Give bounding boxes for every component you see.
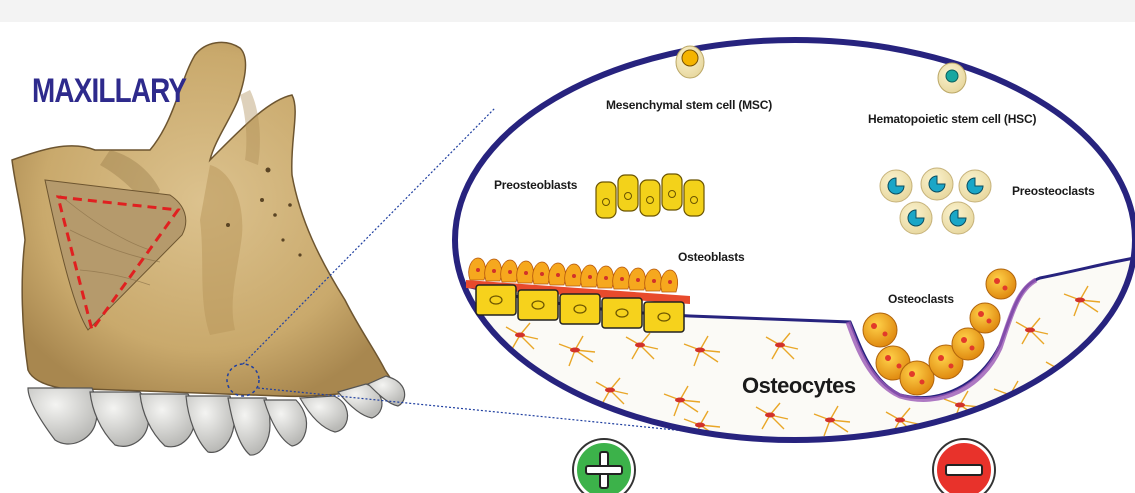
osteocytes-label: Osteocytes — [742, 373, 856, 399]
plus-sign-icon — [574, 440, 634, 493]
msc-label: Mesenchymal stem cell (MSC) — [606, 98, 772, 112]
hsc-cell — [938, 63, 966, 93]
minus-sign-icon — [934, 440, 994, 493]
header-band — [0, 0, 1135, 22]
maxillary-title: MAXILLARY — [32, 72, 186, 111]
preosteoclasts-label: Preosteoclasts — [1012, 184, 1095, 198]
preosteoblasts-label: Preosteoblasts — [494, 178, 577, 192]
osteoclasts-label: Osteoclasts — [888, 292, 954, 306]
msc-cell — [676, 46, 704, 78]
osteoblasts-label: Osteoblasts — [678, 250, 745, 264]
hsc-label: Hematopoietic stem cell (HSC) — [868, 112, 1036, 126]
